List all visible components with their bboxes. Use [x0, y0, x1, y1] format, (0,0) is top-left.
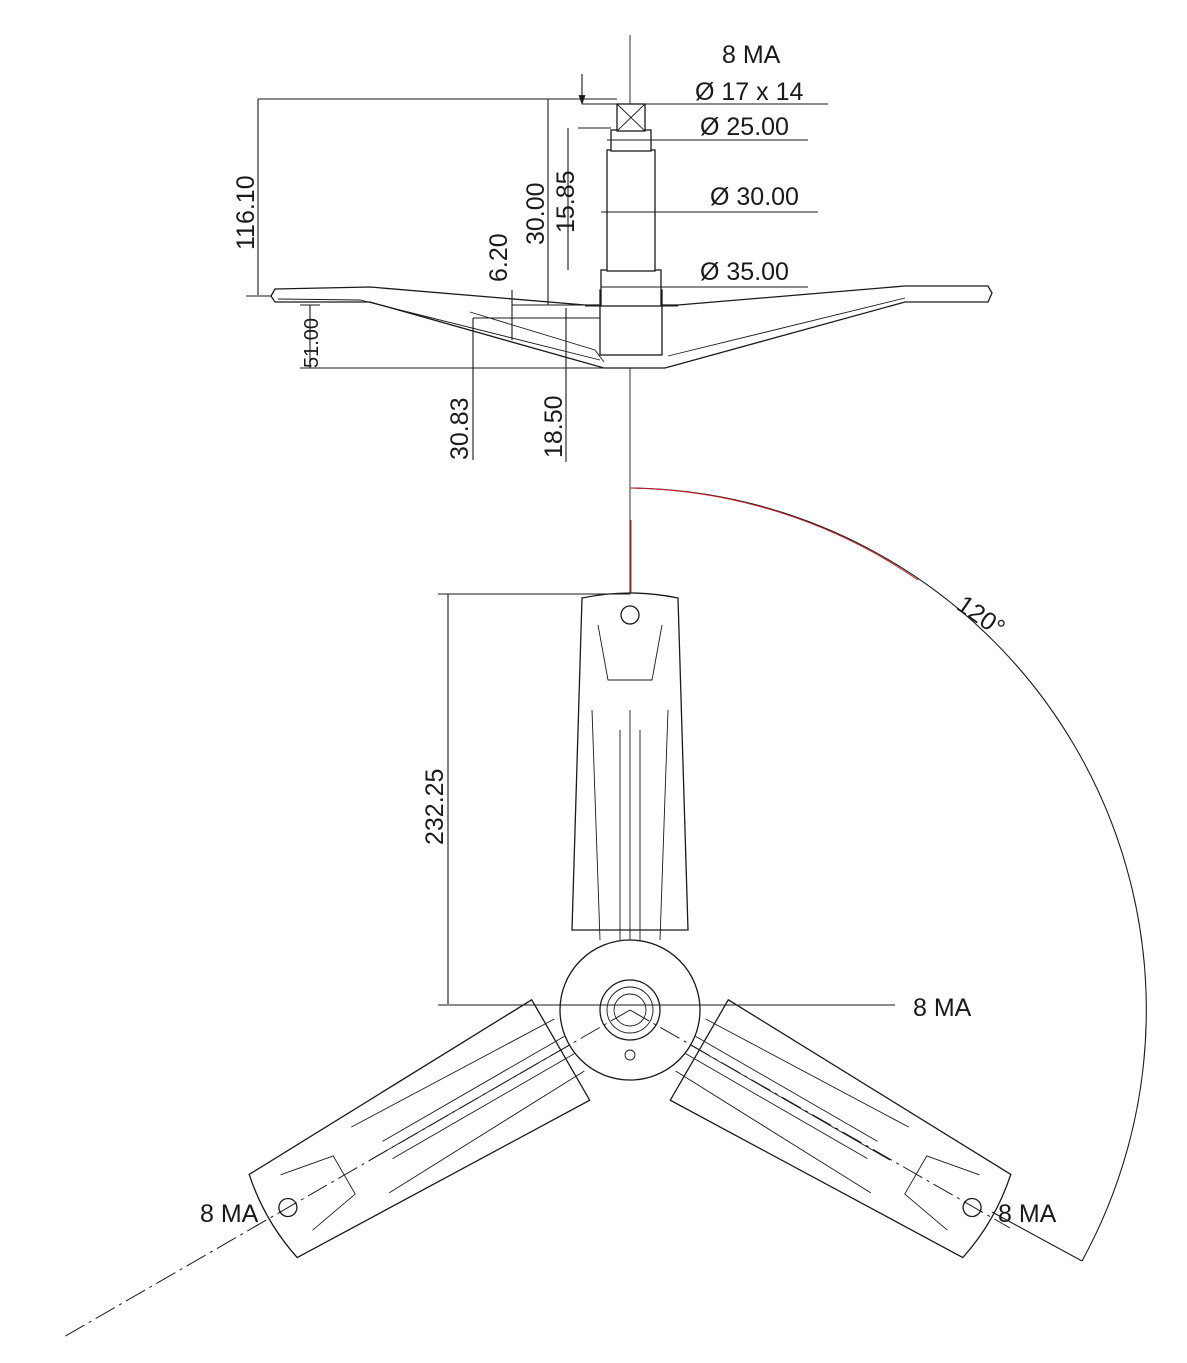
shaft-d30 — [606, 149, 656, 272]
label-height-total: 116.10 — [232, 175, 260, 250]
label-shaft-square: Ø 17 x 14 — [695, 78, 803, 106]
side-view — [246, 35, 993, 490]
hub-lower — [599, 304, 663, 356]
label-height-620: 6.20 — [485, 233, 513, 282]
label-shaft-d25: Ø 25.00 — [700, 113, 789, 141]
label-height-51: 51.00 — [301, 318, 323, 368]
label-height-30: 30.00 — [522, 182, 550, 245]
label-height-3083: 30.83 — [446, 397, 474, 460]
plan-view — [61, 487, 1147, 1339]
label-shaft-d35: Ø 35.00 — [700, 258, 789, 286]
spider-arm-right — [669, 998, 1012, 1259]
label-height-1585: 15.85 — [552, 170, 580, 233]
arm-centerline-right — [629, 1009, 1011, 1229]
spider-arms — [248, 592, 1012, 1259]
spider-arm-left — [248, 998, 591, 1259]
label-thread-right: 8 MA — [998, 1200, 1057, 1228]
angle-arc — [629, 487, 1147, 1262]
label-arm-angle: 120° — [952, 590, 1010, 643]
label-thread-center: 8 MA — [913, 994, 972, 1022]
label-shaft-d30: Ø 30.00 — [710, 183, 799, 211]
label-thread-top: 8 MA — [722, 41, 781, 69]
arm-centerline-left — [61, 1009, 631, 1339]
label-height-1850: 18.50 — [540, 395, 568, 458]
label-thread-left: 8 MA — [200, 1200, 259, 1228]
spider-arm-top — [571, 592, 689, 941]
label-arm-length: 232.25 — [421, 769, 449, 845]
dimension-labels: 8 MA Ø 17 x 14 Ø 25.00 Ø 30.00 Ø 35.00 1… — [200, 41, 1057, 1228]
shaft-d35 — [600, 269, 662, 307]
